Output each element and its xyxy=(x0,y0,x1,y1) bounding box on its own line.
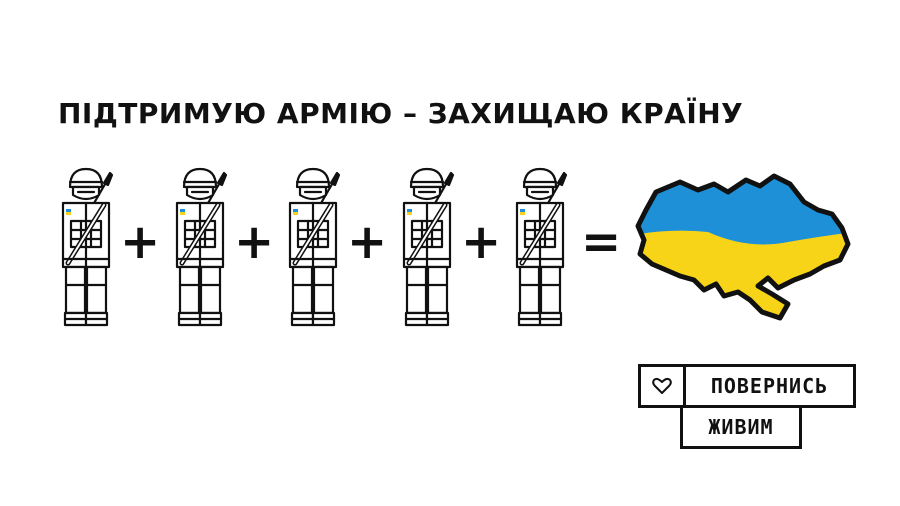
heart-icon xyxy=(652,377,672,394)
soldier-icon xyxy=(399,163,457,333)
soldier-icon xyxy=(512,163,570,333)
equals-sign: = xyxy=(581,214,622,270)
plus-sign: + xyxy=(234,214,275,270)
soldier-icon xyxy=(58,163,116,333)
plus-sign: + xyxy=(461,214,502,270)
soldier-icon xyxy=(285,163,343,333)
logo-box: ПОВЕРНИСЬ xyxy=(638,364,856,408)
plus-sign: + xyxy=(120,214,161,270)
logo-line-1: ПОВЕРНИСЬ xyxy=(710,374,829,398)
plus-sign: + xyxy=(347,214,388,270)
ukraine-map-icon xyxy=(635,173,851,321)
logo-line-2: ЖИВИМ xyxy=(680,405,802,449)
soldier-icon xyxy=(172,163,230,333)
headline: ПІДТРИМУЮ АРМІЮ – ЗАХИЩАЮ КРАЇНУ xyxy=(58,97,744,130)
heart-cell xyxy=(641,367,686,405)
